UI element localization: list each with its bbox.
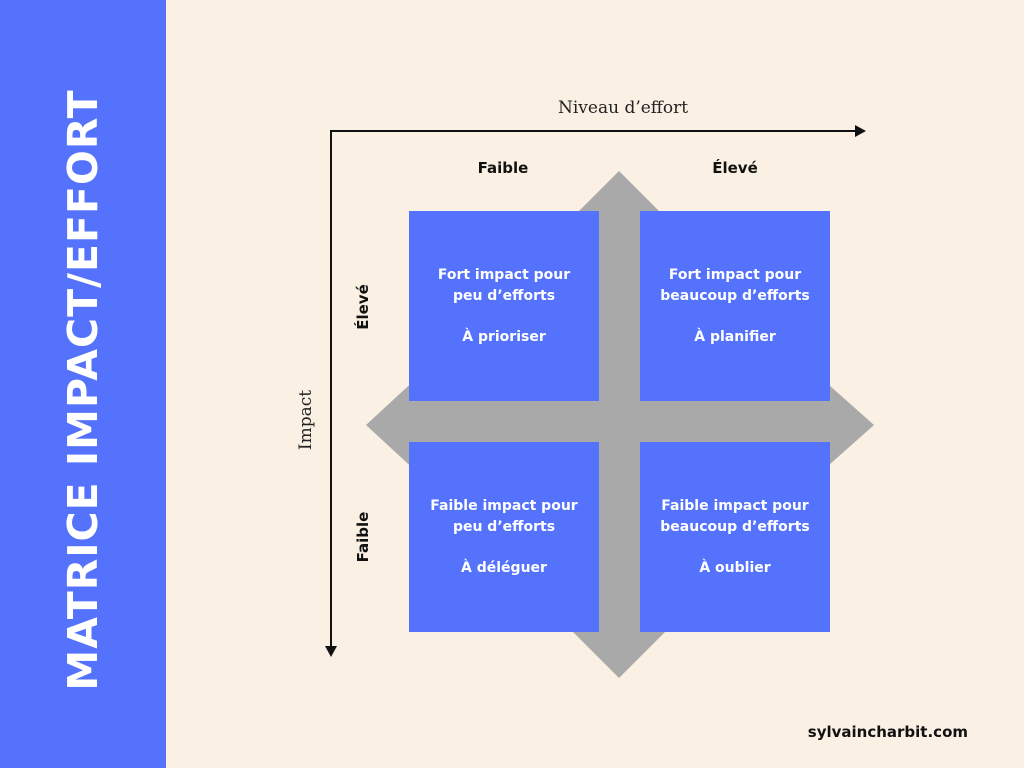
quadrant-low-impact-low-effort: Faible impact pour peu d’efforts À délég… <box>409 442 599 632</box>
quadrant-high-impact-low-effort: Fort impact pour peu d’efforts À prioris… <box>409 211 599 401</box>
quadrant-action: À déléguer <box>461 559 547 576</box>
quadrant-description: Faible impact pour beaucoup d’efforts <box>660 497 810 535</box>
column-header-high: Élevé <box>712 159 758 177</box>
column-header-low: Faible <box>477 159 529 177</box>
cross-background <box>366 171 874 678</box>
row-header-low: Faible <box>354 511 372 563</box>
sidebar-banner: MATRICE IMPACT/EFFORT <box>0 0 166 768</box>
row-header-high: Élevé <box>354 284 372 330</box>
quadrant-high-impact-high-effort: Fort impact pour beaucoup d’efforts À pl… <box>640 211 830 401</box>
quadrant-description: Faible impact pour peu d’efforts <box>430 497 578 535</box>
quadrant-low-impact-high-effort: Faible impact pour beaucoup d’efforts À … <box>640 442 830 632</box>
x-axis-arrow <box>855 125 866 137</box>
website-credit: sylvaincharbit.com <box>807 723 968 741</box>
y-axis-arrow <box>325 646 337 657</box>
quadrant-action: À oublier <box>699 559 771 576</box>
quadrant-description: Fort impact pour peu d’efforts <box>437 266 571 304</box>
quadrant-action: À planifier <box>694 328 776 345</box>
quadrant-description: Fort impact pour beaucoup d’efforts <box>660 266 810 304</box>
quadrant-action: À prioriser <box>462 328 546 345</box>
x-axis-title: Niveau d’effort <box>558 98 689 118</box>
